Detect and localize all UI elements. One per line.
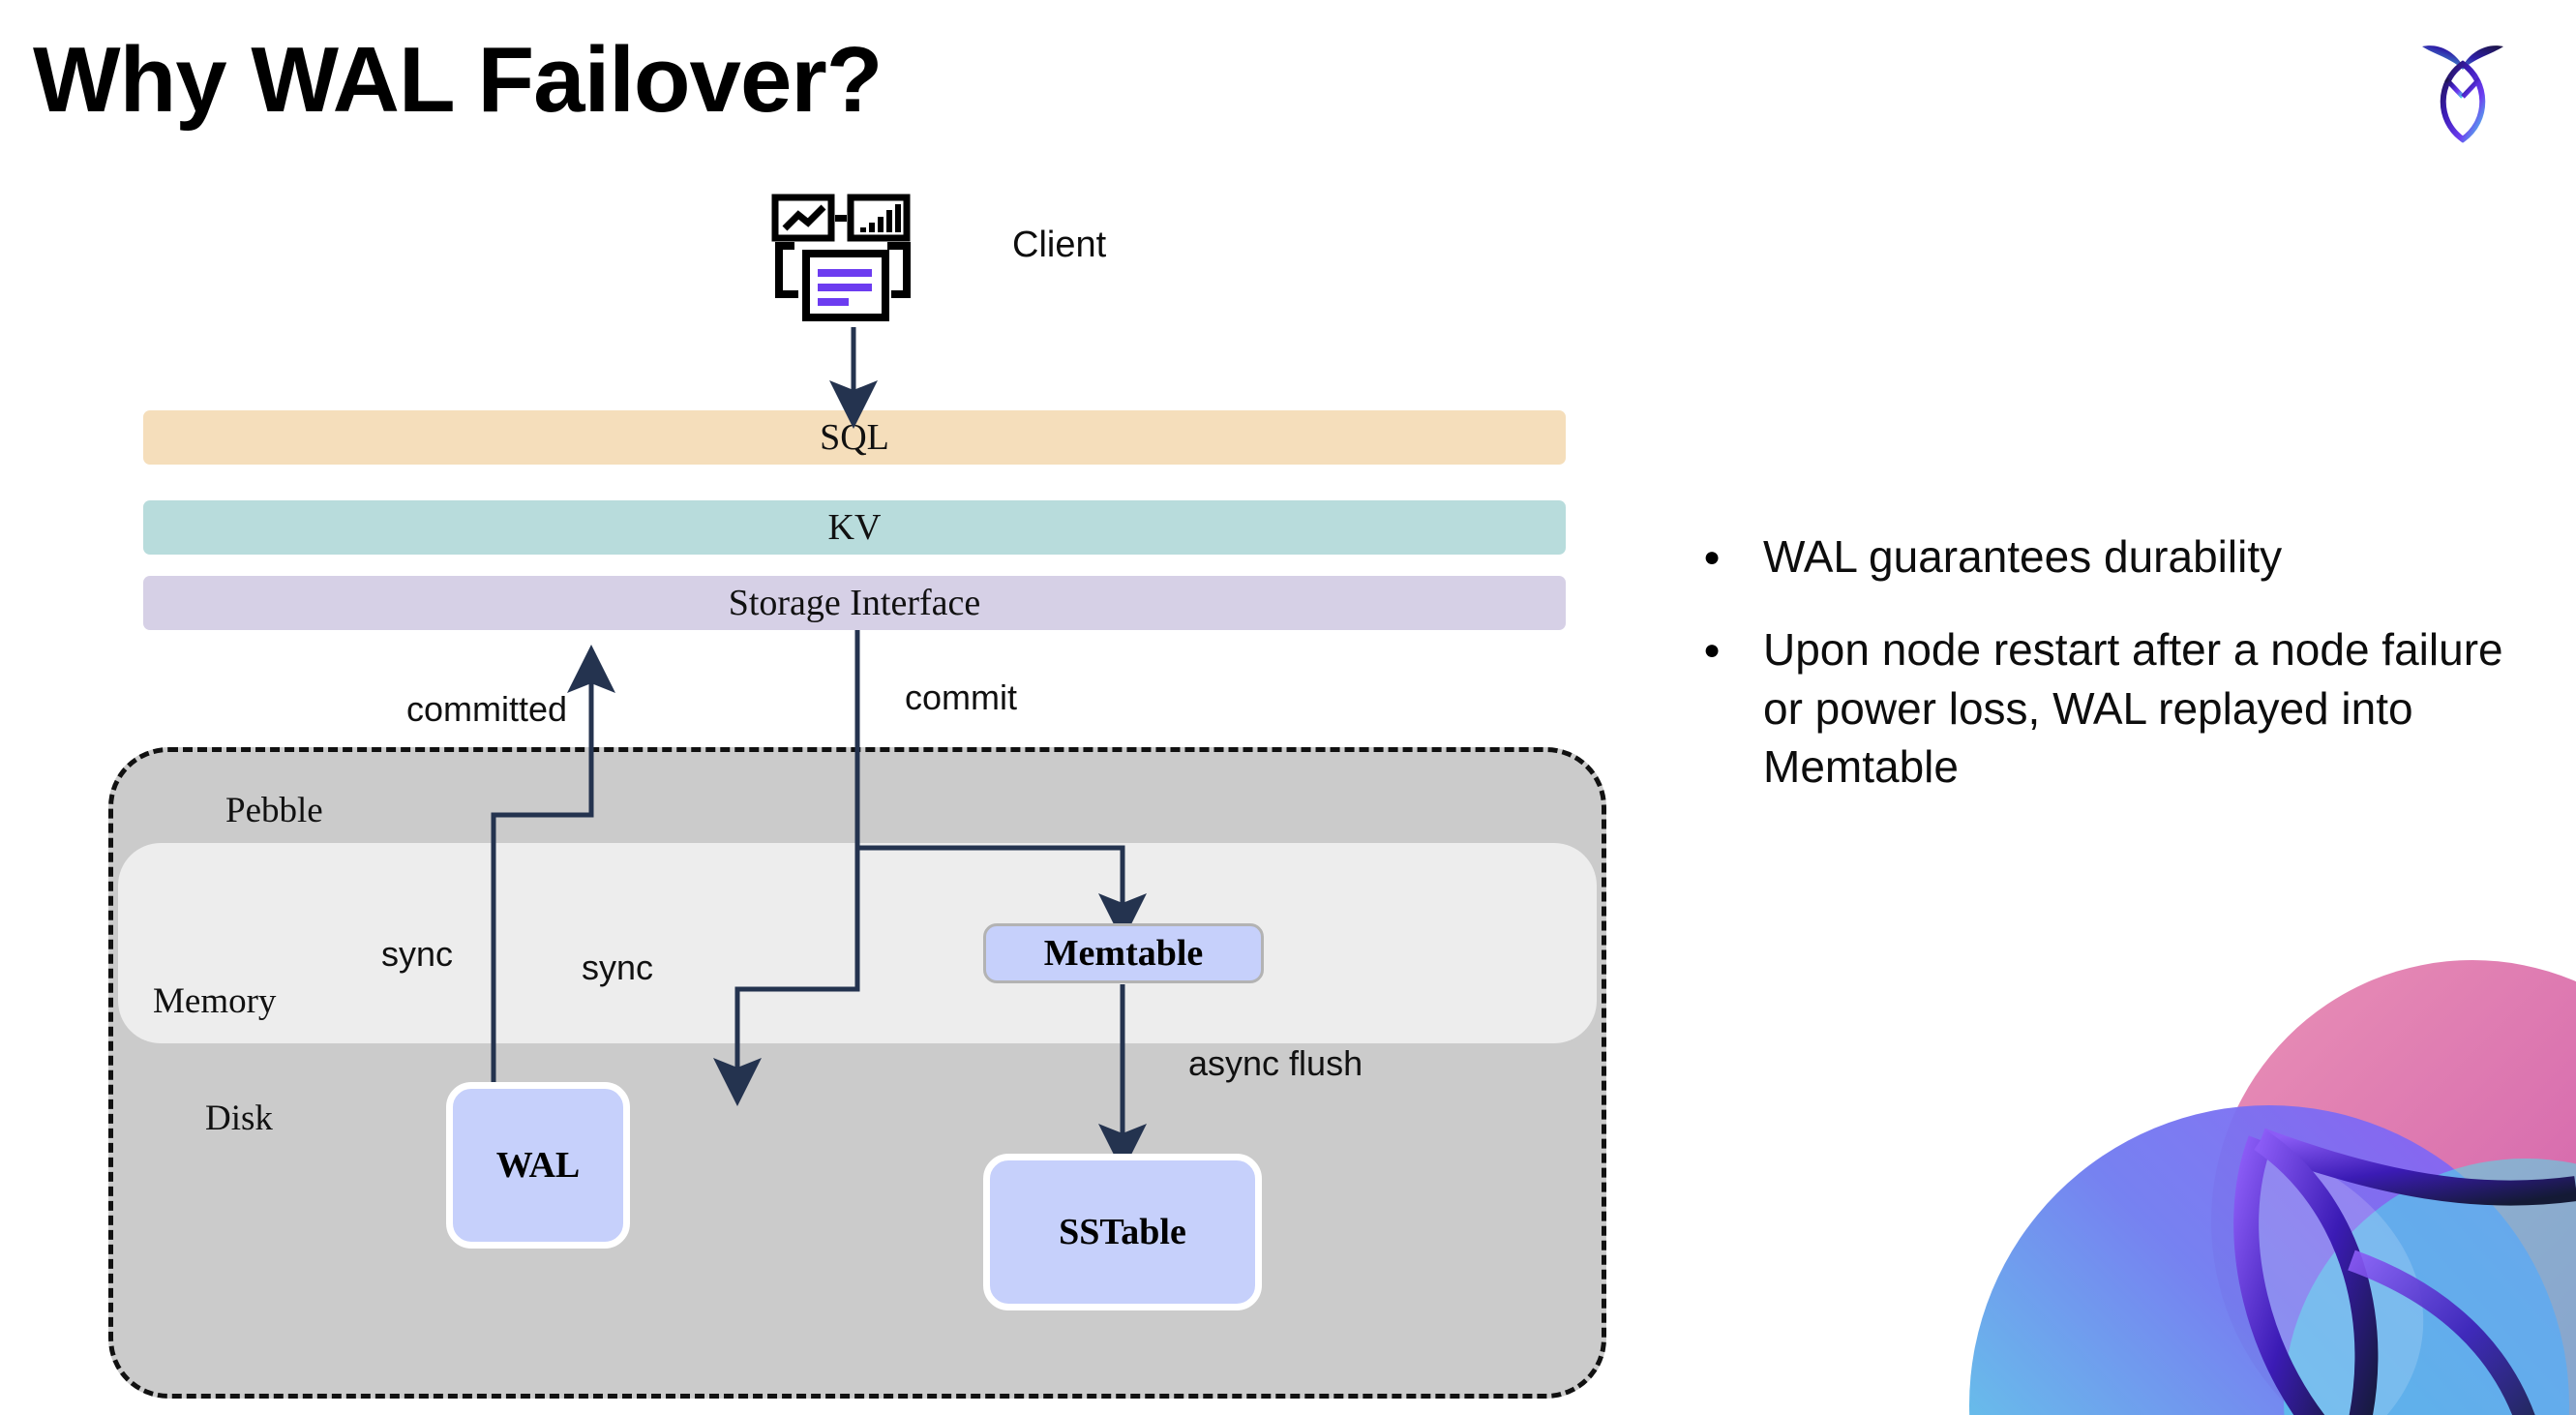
edge-label-sync-2: sync <box>582 948 654 987</box>
node-wal[interactable]: WAL <box>446 1082 630 1249</box>
layer-bar-sql[interactable]: SQL <box>143 410 1566 465</box>
layer-bar-storage-interface-label: Storage Interface <box>728 583 981 623</box>
layer-bar-storage-interface[interactable]: Storage Interface <box>143 576 1566 630</box>
cockroachdb-logo-icon <box>2414 37 2511 143</box>
bullet-marker-icon: ● <box>1703 634 1722 666</box>
pebble-label: Pebble <box>225 791 323 830</box>
bullet-marker-icon: ● <box>1703 541 1722 573</box>
node-wal-label: WAL <box>495 1145 581 1186</box>
node-memtable-label: Memtable <box>1043 933 1204 974</box>
node-sstable-label: SSTable <box>1059 1212 1186 1252</box>
layer-bar-kv-label: KV <box>827 507 882 548</box>
node-memtable[interactable]: Memtable <box>983 923 1264 983</box>
client-label: Client <box>1012 225 1107 265</box>
edge-label-committed: committed <box>406 689 568 729</box>
decorative-logo-artwork <box>1935 912 2576 1415</box>
bullet-text: Upon node restart after a node failure o… <box>1763 624 2503 793</box>
page-title: Why WAL Failover? <box>33 28 883 132</box>
edge-label-sync-1: sync <box>381 934 454 974</box>
edge-label-async-flush: async flush <box>1188 1043 1363 1083</box>
list-item: ● WAL guarantees durability <box>1703 527 2535 587</box>
bullet-list: ● WAL guarantees durability ● Upon node … <box>1703 527 2535 829</box>
list-item: ● Upon node restart after a node failure… <box>1703 620 2535 797</box>
node-sstable[interactable]: SSTable <box>983 1154 1262 1310</box>
edge-label-commit: commit <box>905 677 1017 717</box>
bullet-text: WAL guarantees durability <box>1763 531 2283 582</box>
layer-bar-kv[interactable]: KV <box>143 500 1566 555</box>
memory-panel <box>118 843 1597 1043</box>
memory-label: Memory <box>153 981 277 1021</box>
client-dashboard-icon <box>771 194 924 329</box>
disk-label: Disk <box>205 1099 273 1138</box>
layer-bar-sql-label: SQL <box>820 417 889 458</box>
